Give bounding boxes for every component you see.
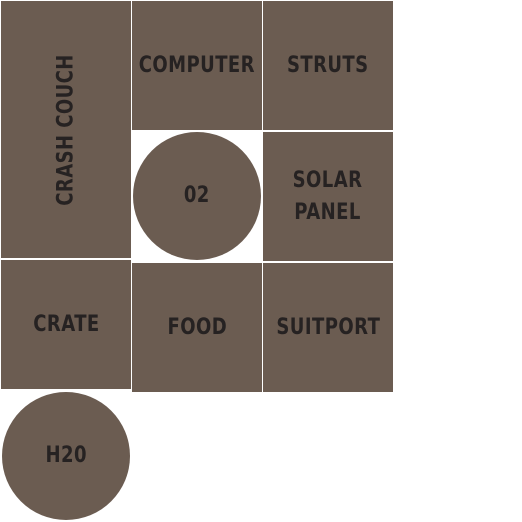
suitport-tile[interactable]: SUITPORT <box>263 263 393 392</box>
o2-tile[interactable]: 02 <box>133 132 261 260</box>
computer-label: COMPUTER <box>138 52 256 78</box>
struts-label: STRUTS <box>287 52 369 78</box>
suitport-label: SUITPORT <box>276 314 380 340</box>
solar-panel-label: SOLAR PANEL <box>293 165 363 229</box>
o2-label: 02 <box>184 183 210 209</box>
struts-tile[interactable]: STRUTS <box>263 1 393 130</box>
solar-panel-tile[interactable]: SOLAR PANEL <box>263 132 393 261</box>
h2o-label: H20 <box>45 443 87 469</box>
food-tile[interactable]: FOOD <box>132 263 262 392</box>
h2o-tile[interactable]: H20 <box>2 392 130 520</box>
computer-tile[interactable]: COMPUTER <box>132 1 262 130</box>
crate-tile[interactable]: CRATE <box>1 260 131 389</box>
solar-panel-label-line-1: SOLAR <box>293 167 363 193</box>
food-label: FOOD <box>167 314 227 340</box>
crate-label: CRATE <box>32 311 100 337</box>
crash-couch-label: CRASH COUCH <box>53 53 79 206</box>
crash-couch-tile[interactable]: CRASH COUCH <box>1 1 131 258</box>
solar-panel-label-line-2: PANEL <box>294 199 362 225</box>
